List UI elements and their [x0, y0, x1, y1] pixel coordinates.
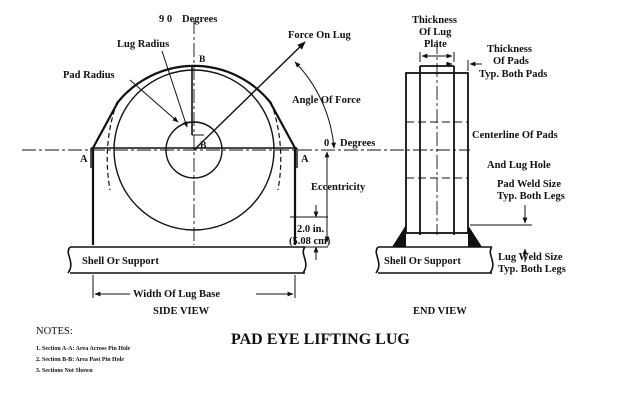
- deg-0-value: 0: [324, 138, 329, 149]
- side-view-label: SIDE VIEW: [153, 306, 210, 317]
- thickness-pads-label-2: Of Pads: [493, 56, 529, 67]
- pad-weld-left: [392, 225, 406, 247]
- pad-weld-line-right: [270, 101, 282, 191]
- deg-0-label: Degrees: [340, 138, 375, 149]
- deg-90-label: Degrees: [182, 14, 217, 25]
- width-base-label-bg: [130, 286, 256, 300]
- width-of-lug-base-label: Width Of Lug Base: [133, 289, 220, 300]
- diagram-title: PAD EYE LIFTING LUG: [231, 331, 410, 348]
- pad-weld-label-2: Typ. Both Legs: [497, 191, 565, 202]
- and-lug-hole-label: And Lug Hole: [487, 160, 551, 171]
- force-on-lug-label: Force On Lug: [288, 30, 352, 41]
- notes-block: NOTES: 1. Section A-A: Area Across Pin H…: [36, 326, 131, 374]
- lug-weld-label-1: Lug Weld Size: [498, 252, 563, 263]
- thickness-lug-label-3: Plate: [424, 39, 447, 50]
- note-3: 3. Sections Not Shown: [36, 368, 93, 374]
- thickness-pads-label-3: Typ. Both Pads: [479, 69, 547, 80]
- section-a-left-label: A: [80, 154, 88, 165]
- side-view: A A B B 9 0 Degrees Lug Radius Pad Radiu…: [22, 14, 470, 317]
- eccentricity-label: Eccentricity: [311, 182, 366, 193]
- lug-radius-leader: [161, 50, 188, 128]
- notes-heading: NOTES:: [36, 326, 73, 337]
- lug-weld-label-2: Typ. Both Legs: [498, 264, 566, 275]
- lug-radius-label: Lug Radius: [117, 39, 169, 50]
- shell-left-label: Shell Or Support: [82, 256, 159, 267]
- end-view-label: END VIEW: [413, 306, 467, 317]
- shell-left: [67, 246, 307, 274]
- section-b-bottom-label: B: [200, 141, 207, 151]
- note-1: 1. Section A-A: Area Across Pin Hole: [36, 346, 131, 352]
- angle-of-force-label: Angle Of Force: [292, 95, 361, 106]
- pad-weld-line-left: [106, 101, 118, 191]
- thickness-pads-label-1: Thickness: [487, 44, 532, 55]
- end-view: Shell Or Support Thickness Of Lug Plate …: [375, 15, 566, 317]
- note-2: 2. Section B-B: Area Past Pin Hole: [36, 357, 124, 363]
- shell-right: [375, 246, 494, 274]
- angle-of-force-arc: [294, 61, 336, 149]
- force-arrow: [193, 41, 306, 151]
- thickness-lug-label-2: Of Lug: [419, 27, 452, 38]
- pad-radius-leader: [129, 79, 179, 123]
- pad-weld-right: [468, 225, 482, 247]
- shell-right-label: Shell Or Support: [384, 256, 461, 267]
- section-a-right-label: A: [301, 154, 309, 165]
- thickness-lug-label-1: Thickness: [412, 15, 457, 26]
- dim-cm-label: (5.08 cm): [289, 236, 331, 247]
- deg-90-value: 9 0: [159, 14, 172, 25]
- centerline-pads-label: Centerline Of Pads: [472, 130, 558, 141]
- pad-radius-label: Pad Radius: [63, 70, 115, 81]
- pad-weld-label-1: Pad Weld Size: [497, 179, 561, 190]
- section-b-top-label: B: [199, 55, 206, 65]
- dim-in-label: 2.0 in.: [297, 224, 325, 235]
